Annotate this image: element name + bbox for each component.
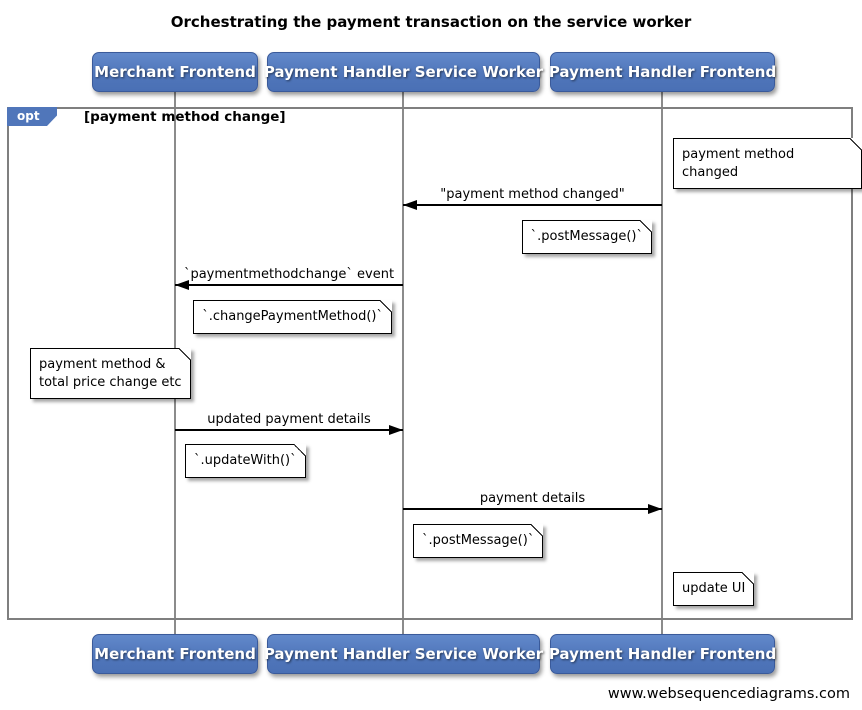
- message-label: `paymentmethodchange` event: [183, 267, 395, 282]
- message-paymentmethodchange-event: `paymentmethodchange` event: [175, 267, 403, 290]
- websequencediagrams-watermark: www.websequencediagrams.com: [607, 686, 850, 702]
- note-updatewith: `.updateWith()`: [185, 444, 306, 478]
- actor-bottom-payment-handler-frontend: Payment Handler Frontend: [549, 634, 776, 674]
- opt-condition-label: [payment method change]: [84, 109, 286, 125]
- lifeline-payment-handler-frontend: [661, 92, 663, 634]
- message-line: [175, 280, 403, 290]
- note-payment-method-changed: payment method changed: [673, 138, 862, 190]
- opt-fragment-frame: [7, 107, 853, 620]
- actor-top-merchant-frontend: Merchant Frontend: [92, 52, 258, 92]
- note-update-ui: update UI: [673, 572, 755, 606]
- arrowhead-left-icon: [175, 280, 189, 290]
- arrowhead-right-icon: [389, 425, 403, 435]
- actor-top-payment-handler-frontend: Payment Handler Frontend: [549, 52, 776, 92]
- message-payment-details: payment details: [403, 491, 662, 514]
- message-label: payment details: [479, 491, 586, 506]
- actor-top-payment-handler-service-worker: Payment Handler Service Worker: [264, 52, 543, 92]
- arrowhead-left-icon: [403, 200, 417, 210]
- note-postmessage-1: `.postMessage()`: [521, 220, 653, 254]
- note-payment-method-total-price: payment method & total price change etc: [30, 348, 191, 400]
- diagram-title: Orchestrating the payment transaction on…: [170, 13, 692, 31]
- message-line: [403, 504, 662, 514]
- message-payment-method-changed: "payment method changed": [403, 187, 662, 210]
- message-line: [403, 200, 662, 210]
- arrowhead-right-icon: [648, 504, 662, 514]
- note-changepaymentmethod: `.changePaymentMethod()`: [193, 300, 392, 334]
- message-label: "payment method changed": [440, 187, 625, 202]
- message-updated-payment-details: updated payment details: [175, 412, 403, 435]
- opt-operator-tab: opt: [7, 107, 57, 126]
- message-line: [175, 425, 403, 435]
- lifeline-payment-handler-service-worker: [402, 92, 404, 634]
- actor-bottom-payment-handler-service-worker: Payment Handler Service Worker: [264, 634, 543, 674]
- message-label: updated payment details: [207, 412, 371, 427]
- actor-bottom-merchant-frontend: Merchant Frontend: [92, 634, 258, 674]
- note-postmessage-2: `.postMessage()`: [413, 524, 544, 558]
